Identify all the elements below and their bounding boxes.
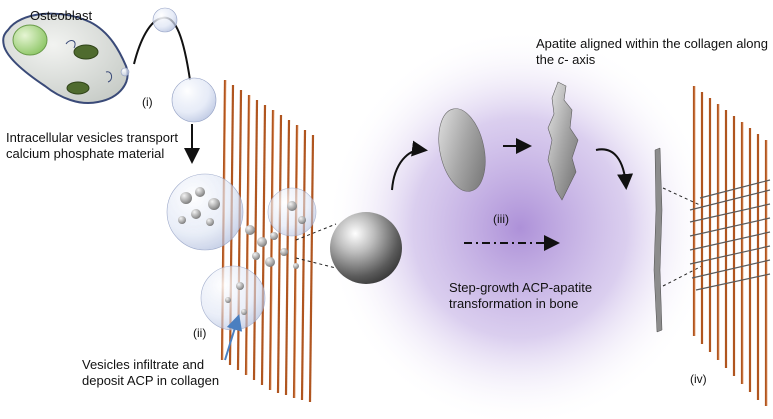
acp-cluster: [178, 187, 306, 315]
vesicle-icon: [152, 7, 178, 33]
apatite-label-suffix: - axis: [564, 52, 596, 67]
vesicle-icon: [166, 173, 244, 251]
apatite-label-prefix: the: [536, 52, 558, 67]
nucleus-icon: [12, 24, 48, 56]
zoom-line: [662, 187, 703, 207]
vesicle-icon: [171, 77, 217, 123]
mineral-platelets: [689, 179, 771, 291]
transport-label-line1: Intracellular vesicles transport: [6, 130, 178, 145]
transport-label-line2: calcium phosphate material: [6, 146, 165, 161]
osteoblast-cell-icon: [2, 12, 130, 104]
c-axis-symbol: c: [557, 52, 565, 67]
zoom-line: [295, 257, 337, 269]
transformation-glow: [325, 28, 715, 419]
step-i-label: (i): [142, 95, 153, 109]
apatite-label-line1: Apatite aligned within the collagen alon…: [536, 36, 769, 51]
infiltrate-label-line1: Vesicles infiltrate and: [82, 357, 205, 372]
mitochondrion-icon: [66, 81, 90, 95]
intermediate-particle-icon: [438, 108, 486, 192]
step-iv-label: (iv): [690, 372, 707, 386]
stepgrowth-label-line2: transformation in bone: [449, 296, 579, 311]
deposit-pointer-arrow: [224, 314, 243, 361]
vesicle-icon: [200, 265, 266, 331]
curved-arrow: [391, 140, 428, 191]
curved-arrow: [595, 148, 634, 190]
stepgrowth-label-line1: Step-growth ACP-apatite: [449, 280, 593, 295]
apatite-crystal-icon: [547, 81, 579, 201]
zoom-line: [295, 223, 337, 241]
vesicle-icon: [267, 187, 317, 237]
step-iii-label: (iii): [493, 212, 509, 226]
mitochondrion-icon: [73, 44, 99, 60]
apatite-crystal-icon: [653, 147, 663, 333]
collagen-bundle-left: [220, 79, 315, 403]
osteoblast-label: Osteoblast: [30, 8, 93, 23]
apatite-label-line2: the c- axis: [536, 52, 595, 67]
acp-sphere-icon: [330, 212, 402, 284]
collagen-bundle-right: [689, 86, 771, 406]
step-ii-label: (ii): [193, 326, 207, 340]
zoom-line: [662, 265, 703, 287]
infiltrate-label-line2: deposit ACP in collagen: [82, 373, 220, 388]
